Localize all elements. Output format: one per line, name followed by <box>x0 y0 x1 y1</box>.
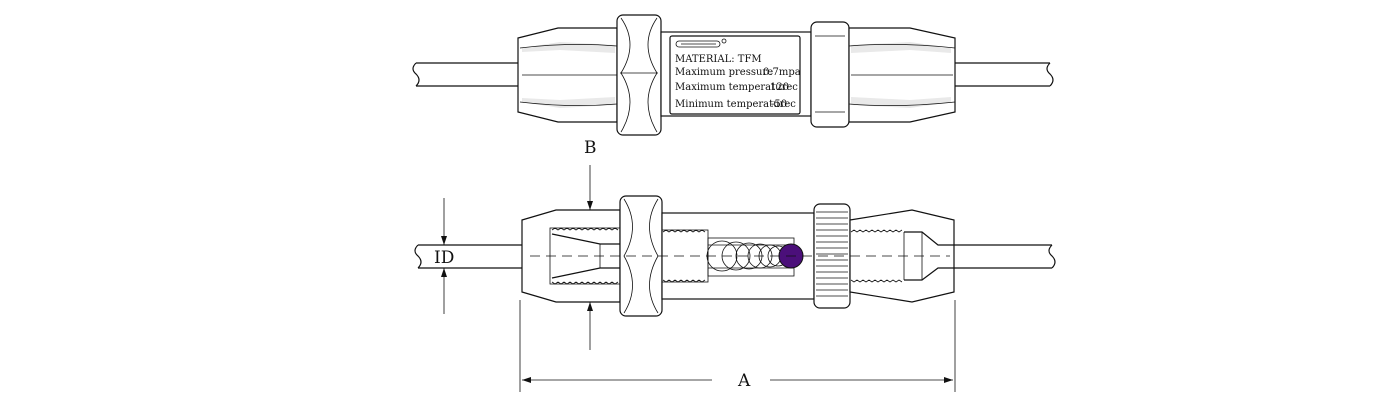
brand-logo-icon <box>675 38 727 48</box>
material-line: MATERIAL: TFM <box>675 54 762 65</box>
max-pressure-label: Maximum pressure <box>675 67 773 78</box>
left-union-collar-top <box>616 14 662 136</box>
left-compression-nut-top <box>517 27 618 123</box>
dimension-id: ID <box>434 198 454 314</box>
section-view <box>414 195 1056 317</box>
left-tube-section <box>414 244 522 269</box>
left-tube-top <box>412 62 520 87</box>
dimension-b-label: B <box>584 138 597 158</box>
right-tube-section <box>954 244 1056 269</box>
dimension-a-label: A <box>737 371 751 391</box>
label-plate: MATERIAL: TFM Maximum pressure 0.7mpa Ma… <box>669 35 801 115</box>
max-pressure-value: 0.7mpa <box>763 67 801 78</box>
max-temp-label: Maximum temperature <box>675 82 792 93</box>
dimension-id-label: ID <box>434 248 454 268</box>
dimension-a: A <box>519 300 956 392</box>
dimension-b: B <box>584 138 597 350</box>
min-temp-value: -50 c <box>771 99 796 110</box>
right-union-collar-top <box>810 21 850 128</box>
min-temp-label: Minimum temperature <box>675 99 790 110</box>
right-compression-nut-top <box>848 27 956 123</box>
left-collar-section <box>619 195 663 317</box>
right-tube-top <box>955 62 1054 87</box>
top-view: MATERIAL: TFM Maximum pressure 0.7mpa Ma… <box>412 14 1054 136</box>
right-collar-section <box>813 203 851 309</box>
max-temp-value: 120 c <box>770 82 798 93</box>
